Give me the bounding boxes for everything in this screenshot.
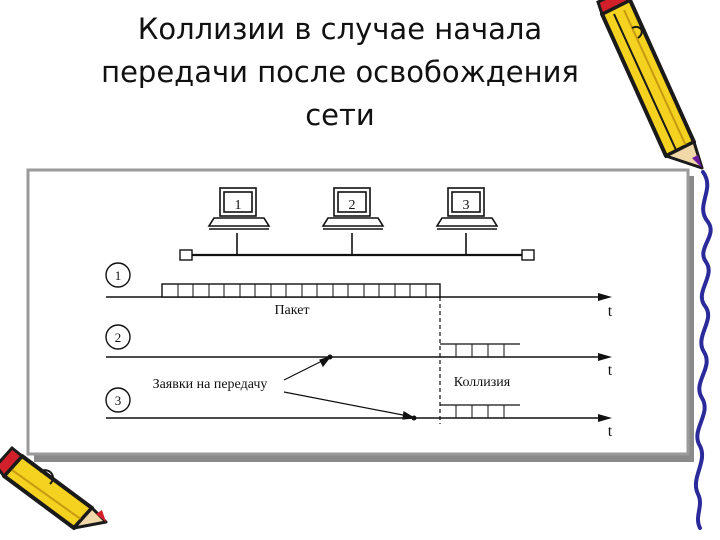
title-line: передачи после освобождения bbox=[101, 55, 579, 89]
time-axis-label: t bbox=[608, 423, 613, 440]
time-axis-label: t bbox=[608, 303, 613, 320]
collision-label: Коллизия bbox=[454, 375, 511, 390]
slide-title: Коллизии в случае начала передачи после … bbox=[60, 8, 620, 137]
station-number-label: 3 bbox=[463, 198, 470, 213]
squiggle-decoration bbox=[694, 170, 713, 530]
station-number-label: 2 bbox=[349, 198, 356, 213]
timeline-number-label: 3 bbox=[115, 393, 122, 408]
computer-icon bbox=[207, 187, 271, 230]
computer-icon bbox=[321, 187, 385, 230]
timeline-3: 3 t bbox=[105, 387, 613, 440]
timeline-1: 1 t bbox=[105, 262, 613, 320]
timeline-number-label: 1 bbox=[115, 268, 122, 283]
timeline-number-label: 2 bbox=[115, 330, 122, 345]
time-axis-label: t bbox=[608, 362, 613, 379]
timeline-2: 2 t bbox=[105, 324, 613, 379]
pencil-icon bbox=[596, 0, 704, 170]
requests-label: Заявки на передачу bbox=[153, 377, 268, 392]
station-number-label: 1 bbox=[235, 198, 242, 213]
packet-label: Пакет bbox=[274, 303, 309, 318]
network-bus bbox=[179, 233, 535, 261]
title-line: Коллизии в случае начала bbox=[137, 12, 543, 46]
title-line: сети bbox=[305, 98, 375, 132]
requests-pointer-lines bbox=[283, 355, 416, 420]
pencil-icon bbox=[0, 445, 108, 530]
computer-icon bbox=[435, 187, 499, 230]
